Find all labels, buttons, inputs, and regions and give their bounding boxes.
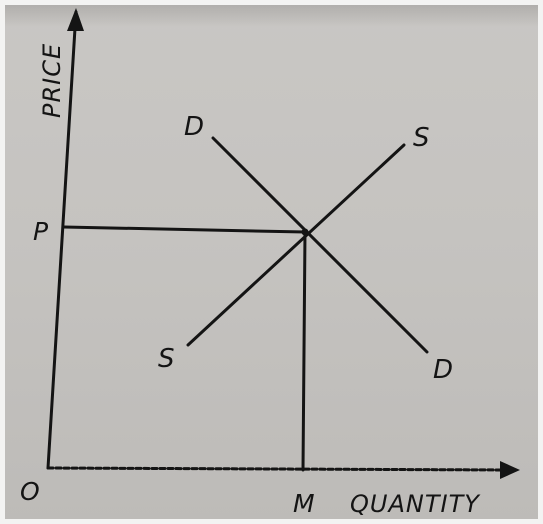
price-guide-line bbox=[62, 225, 307, 234]
x-axis-line bbox=[46, 466, 510, 472]
y-axis-label: PRICE bbox=[38, 43, 66, 118]
quantity-guide-line bbox=[301, 230, 307, 472]
demand-bottom-label: D bbox=[433, 355, 453, 385]
demand-top-label: D bbox=[184, 112, 204, 142]
demand-curve bbox=[211, 136, 429, 354]
x-axis-label: QUANTITY bbox=[350, 490, 481, 518]
quantity-label: M bbox=[293, 489, 315, 518]
y-axis-arrowhead bbox=[67, 8, 84, 31]
price-label: P bbox=[33, 217, 49, 246]
x-axis-arrowhead bbox=[500, 461, 520, 479]
supply-bottom-label: S bbox=[158, 344, 175, 374]
y-axis-line bbox=[46, 10, 78, 470]
supply-top-label: S bbox=[413, 123, 430, 153]
paper-shadow bbox=[5, 5, 538, 27]
supply-curve bbox=[186, 143, 406, 347]
equilibrium-point bbox=[301, 228, 309, 236]
origin-label: O bbox=[20, 477, 40, 506]
